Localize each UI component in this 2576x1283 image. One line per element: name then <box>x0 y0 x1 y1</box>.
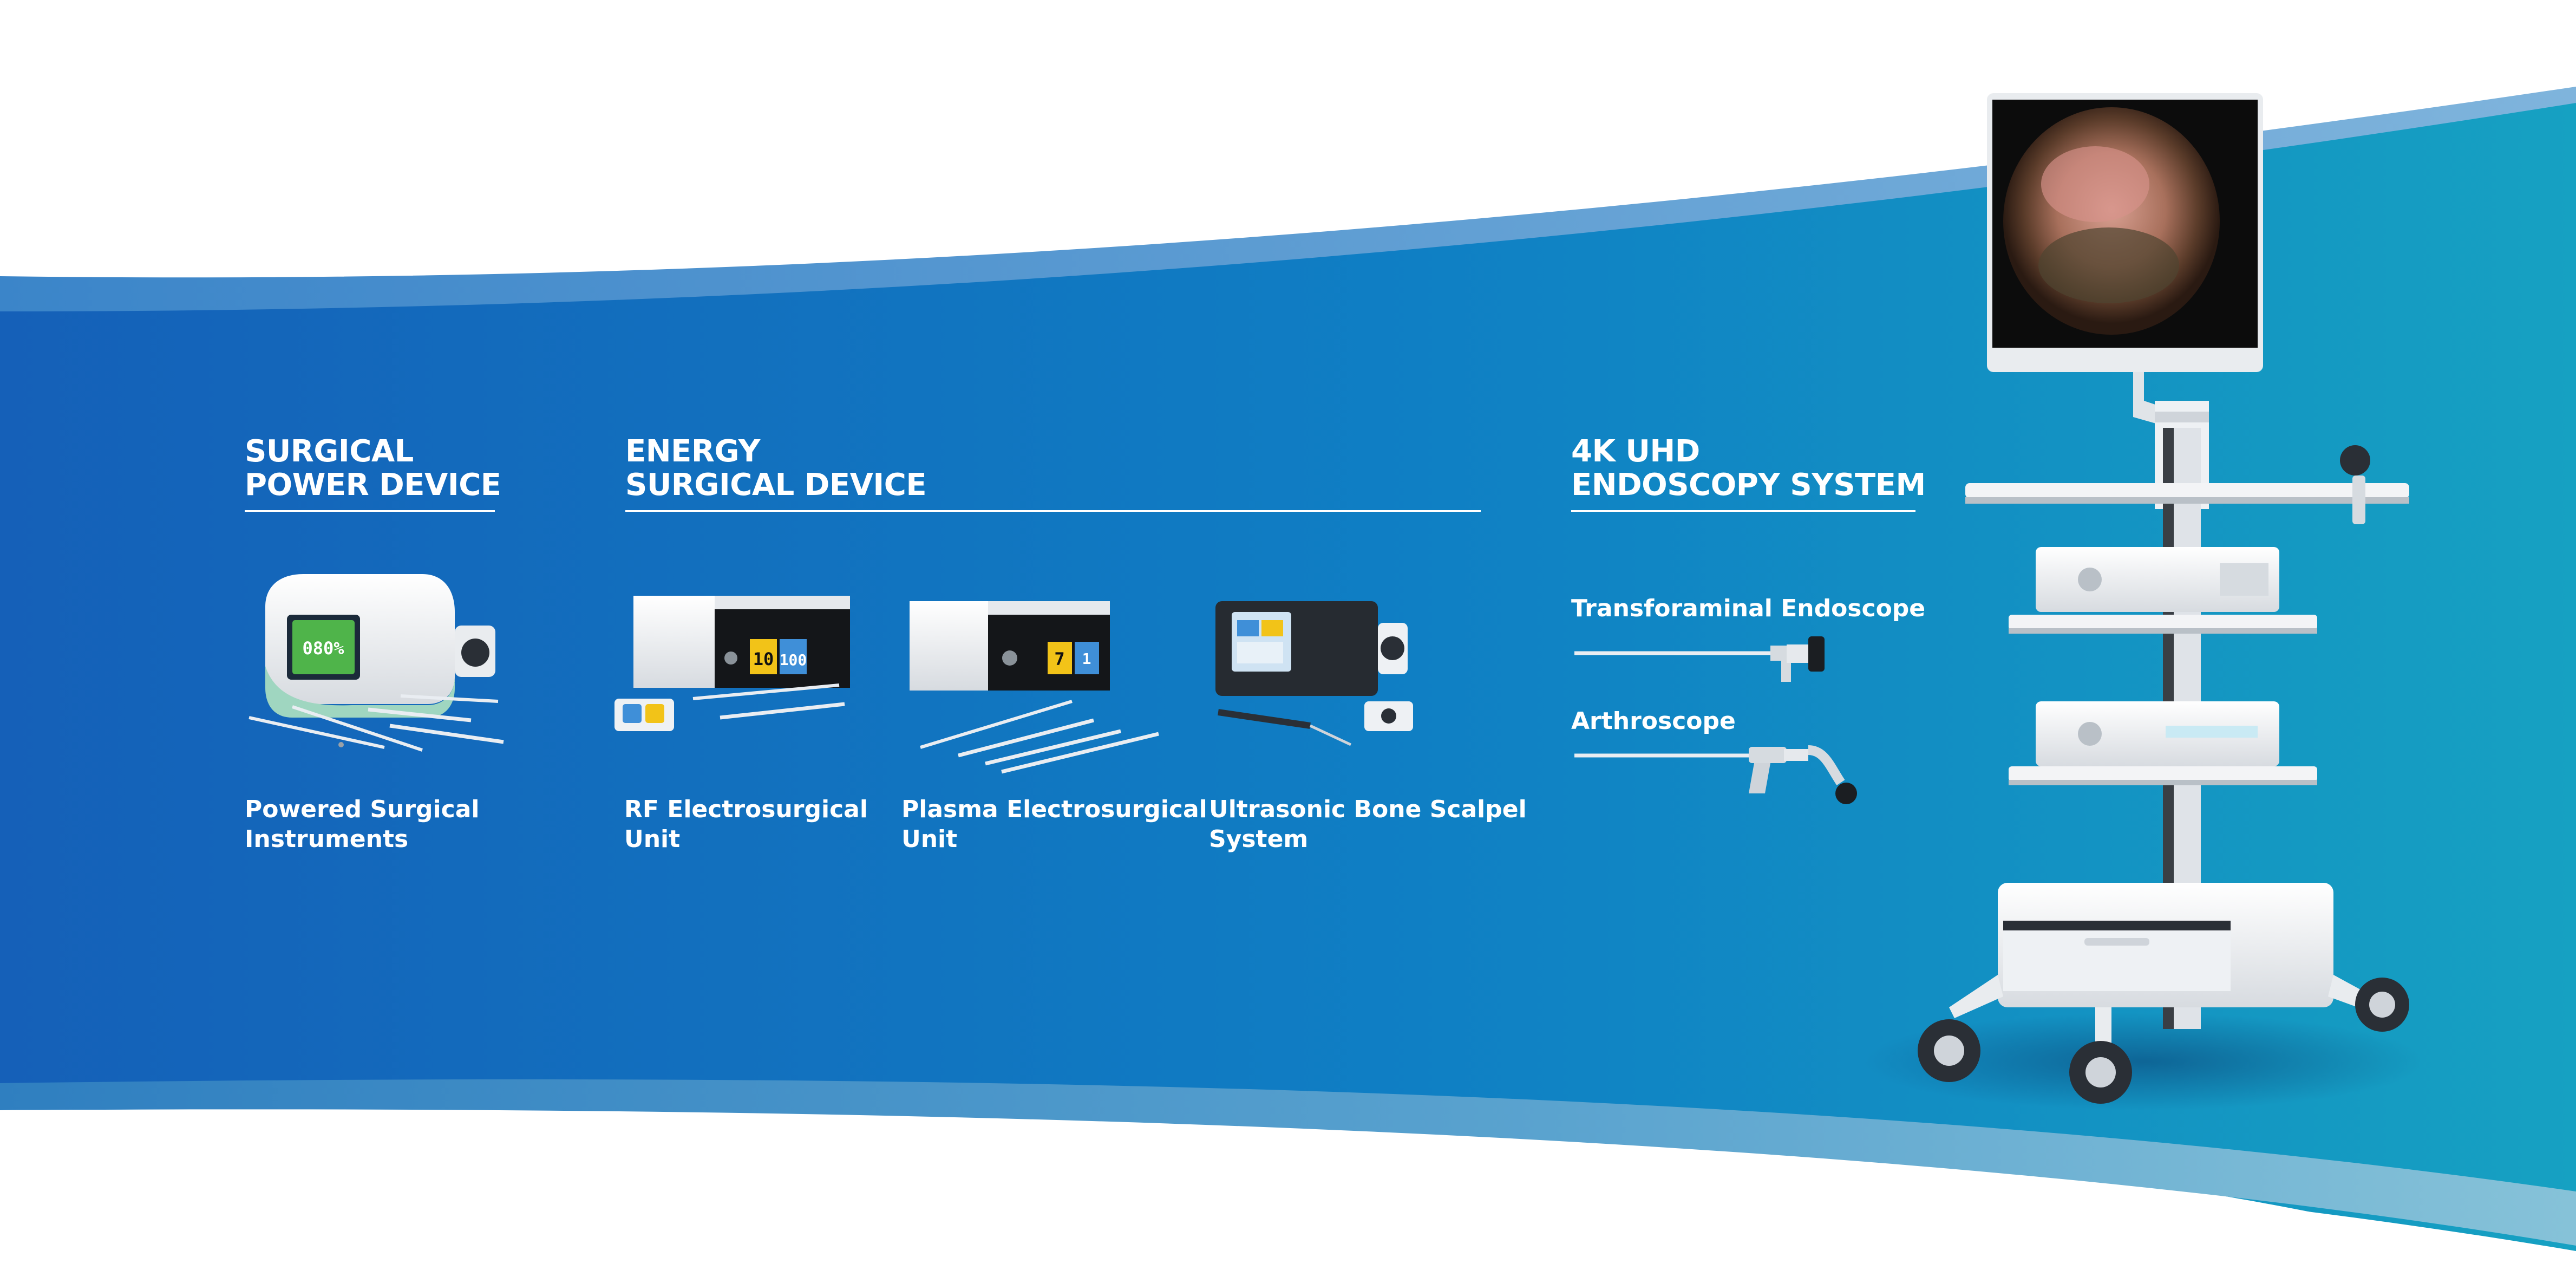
powered-surgical-instruments-image: 080% <box>249 574 504 752</box>
transforaminal-endoscope-image <box>1574 636 1825 682</box>
endoscopy-cart-image <box>1918 93 2409 1104</box>
ultrasonic-bone-scalpel-image <box>1215 601 1413 746</box>
plasma-unit-display-right: 1 <box>1082 650 1091 668</box>
product-caption-ultrasonic-bone-scalpel-system: Ultrasonic Bone Scalpel System <box>1209 794 1527 854</box>
endoscope-label-transforaminal: Transforaminal Endoscope <box>1571 595 1926 622</box>
section-title-energy-surgical: ENERGY SURGICAL DEVICE <box>625 434 927 503</box>
section-title-line: POWER DEVICE <box>245 467 501 503</box>
section-title-line: 4K UHD <box>1571 434 1700 469</box>
product-caption-line: Instruments <box>245 825 409 853</box>
product-caption-plasma-electrosurgical-unit: Plasma Electrosurgical Unit <box>901 794 1207 854</box>
product-caption-line: RF Electrosurgical <box>624 796 868 823</box>
rf-unit-display-left: 10 <box>753 649 774 669</box>
arthroscope-image <box>1574 745 1857 804</box>
product-caption-rf-electrosurgical-unit: RF Electrosurgical Unit <box>624 794 868 854</box>
rf-unit-display-right: 100 <box>780 651 807 669</box>
section-title-line: SURGICAL DEVICE <box>625 467 927 503</box>
product-caption-line: Unit <box>624 825 681 853</box>
section-title-endoscopy: 4K UHD ENDOSCOPY SYSTEM <box>1571 435 1926 502</box>
section-title-line: ENDOSCOPY SYSTEM <box>1571 467 1926 503</box>
section-title-surgical-power: SURGICAL POWER DEVICE <box>245 435 501 502</box>
section-underline-endoscopy <box>1571 510 1915 512</box>
plasma-electrosurgical-unit-image: 7 1 <box>910 601 1159 774</box>
product-caption-line: Unit <box>901 825 958 853</box>
section-title-line: SURGICAL <box>245 434 414 469</box>
product-caption-line: Plasma Electrosurgical <box>901 796 1207 823</box>
section-underline-surgical-power <box>245 510 495 512</box>
product-caption-line: Ultrasonic Bone Scalpel <box>1209 796 1527 823</box>
plasma-unit-display-left: 7 <box>1054 649 1064 669</box>
product-caption-line: System <box>1209 825 1309 853</box>
rf-electrosurgical-unit-image: 10 100 <box>614 596 850 731</box>
product-caption-powered-surgical-instruments: Powered Surgical Instruments <box>245 794 479 854</box>
section-title-line: ENERGY <box>625 434 760 469</box>
section-underline-energy-surgical <box>625 510 1481 512</box>
endoscope-label-arthroscope: Arthroscope <box>1571 707 1736 735</box>
product-caption-line: Powered Surgical <box>245 796 480 823</box>
powered-device-display: 080% <box>302 638 344 659</box>
